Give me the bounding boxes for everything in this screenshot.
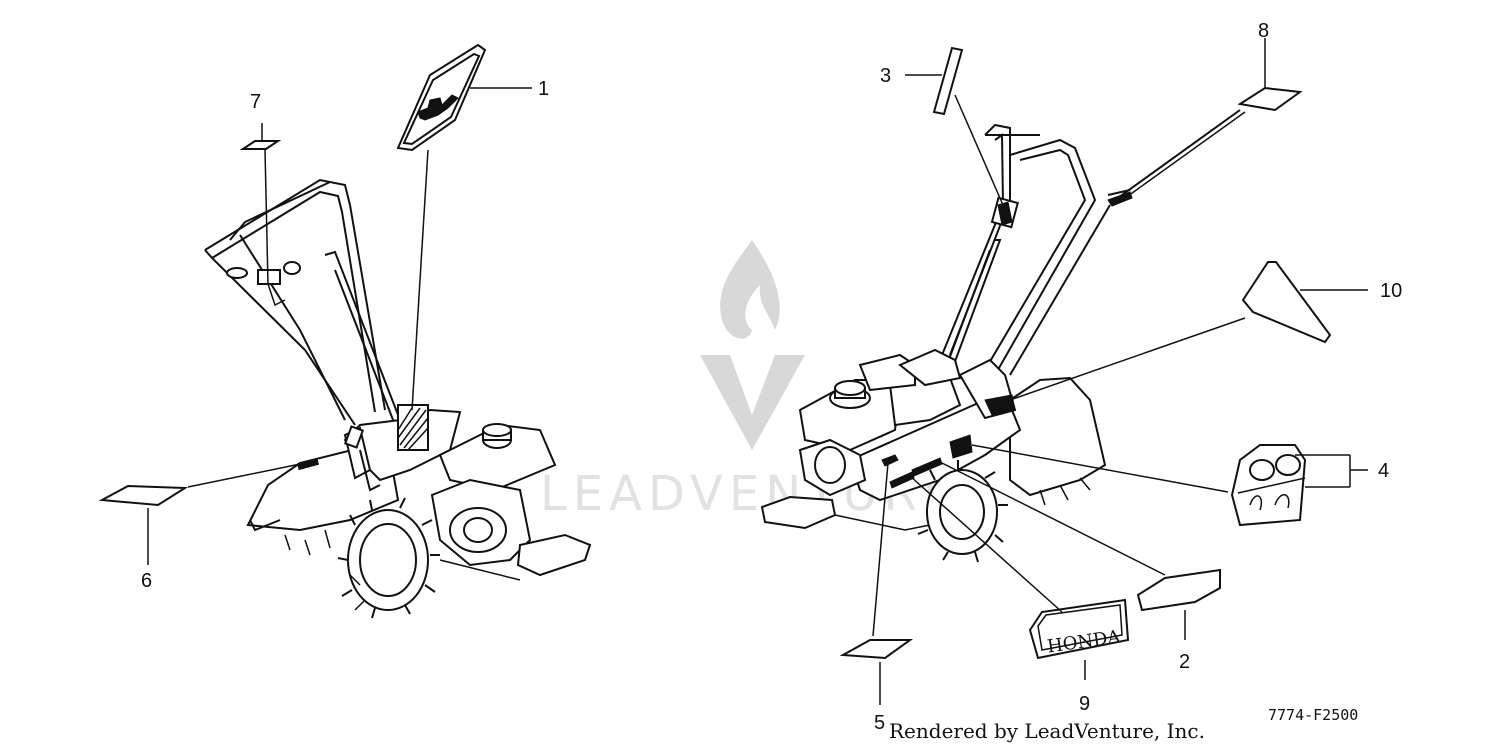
figure-code: 7774-F2500 xyxy=(1268,706,1358,724)
callout-7: 7 xyxy=(250,91,261,113)
part-7-decal xyxy=(239,123,282,286)
callout-6: 6 xyxy=(141,570,152,592)
part-4-decal xyxy=(971,444,1368,527)
callout-4: 4 xyxy=(1378,460,1389,482)
part-8-decal xyxy=(1127,38,1303,197)
callout-10: 10 xyxy=(1380,280,1402,302)
credit-text: Rendered by LeadVenture, Inc. xyxy=(889,719,1205,743)
callout-3: 3 xyxy=(880,65,891,87)
callout-5: 5 xyxy=(874,712,885,734)
part-5-decal xyxy=(839,462,914,705)
tiller-left xyxy=(204,178,592,619)
callout-labels: 1 2 3 4 5 6 7 8 9 10 xyxy=(141,20,1402,734)
part-6-decal xyxy=(98,462,306,565)
callout-1: 1 xyxy=(538,78,549,100)
part-3-decal xyxy=(905,46,1004,206)
callout-8: 8 xyxy=(1258,20,1269,42)
part-10-decal xyxy=(1009,261,1368,401)
callout-2: 2 xyxy=(1179,651,1190,673)
callout-9: 9 xyxy=(1079,693,1090,715)
tiller-right xyxy=(760,109,1241,563)
part-2-decal xyxy=(939,461,1221,640)
part-1-decal xyxy=(396,43,532,411)
